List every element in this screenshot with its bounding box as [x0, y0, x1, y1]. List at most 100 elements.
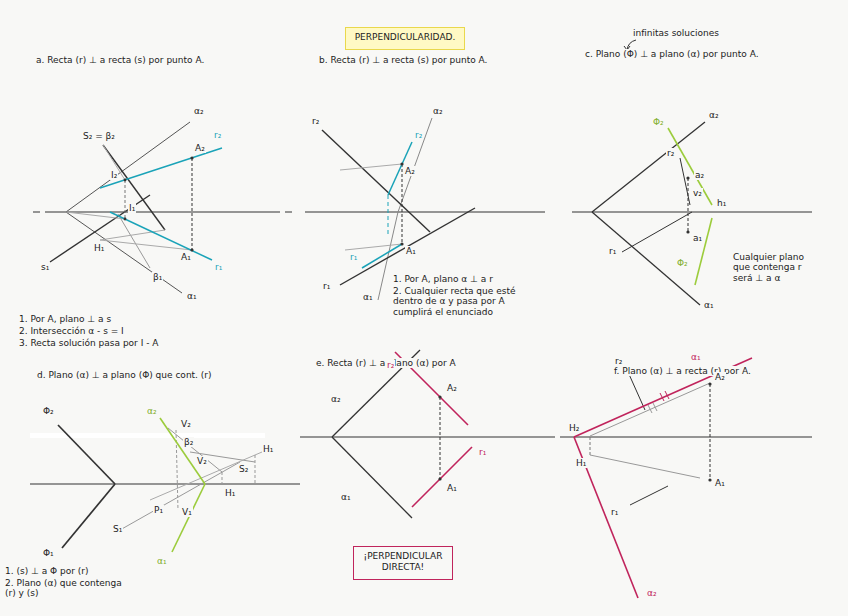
- label: H₁: [224, 488, 236, 498]
- label: H₁: [93, 243, 105, 253]
- panel-b-construction: [322, 130, 430, 232]
- label: α₂: [330, 394, 342, 404]
- label: β₁: [152, 272, 163, 282]
- panel-a-construction: [33, 122, 292, 293]
- label: A₂: [446, 383, 458, 393]
- panel-a-construction: [110, 212, 212, 260]
- panel-a-construction: [66, 122, 190, 212]
- panel-d-construction: [30, 418, 300, 552]
- label: α₂: [646, 588, 658, 598]
- panel-c-construction: [622, 212, 692, 252]
- label: r₂: [614, 356, 623, 366]
- panel-b-construction: [362, 244, 402, 268]
- title-box: PERPENDICULARIDAD.: [345, 27, 465, 50]
- panel-f-construction: [653, 403, 657, 411]
- label: α₁: [703, 300, 715, 310]
- note-box: ¡PERPENDICULAR DIRECTA!: [353, 546, 453, 580]
- box-text: PERPENDICULARIDAD.: [354, 32, 456, 43]
- panel-c-construction: [668, 128, 712, 205]
- panel-a-construction: [118, 214, 150, 268]
- label: d. Plano (α) ⊥ a plano (Φ) que cont. (r): [36, 370, 213, 380]
- label: infinitas soluciones: [632, 28, 720, 38]
- label: S₁: [112, 524, 123, 534]
- label: S₂: [238, 464, 249, 474]
- panel-a-construction: [285, 212, 292, 213]
- panel-e-construction: [300, 437, 555, 438]
- panel-f-construction: [560, 358, 812, 598]
- label: r₂: [386, 360, 395, 370]
- point-marks: [124, 218, 127, 221]
- point-marks: [124, 156, 712, 481]
- panel-e-construction: [440, 397, 441, 479]
- label: a. Recta (r) ⊥ a recta (s) por punto A.: [35, 55, 205, 65]
- label: a₁: [692, 233, 703, 243]
- label: V₁: [181, 507, 193, 517]
- panel-f-construction: [665, 391, 669, 399]
- panel-c-construction: [688, 178, 689, 232]
- point-marks: [708, 478, 711, 481]
- label: α₁: [690, 352, 702, 362]
- box-text: ¡PERPENDICULAR DIRECTA!: [360, 551, 446, 574]
- panel-d-construction: [172, 484, 205, 552]
- label: A₁: [714, 478, 726, 488]
- panel-b-construction: [388, 195, 389, 235]
- label: H₁: [262, 444, 274, 454]
- panel-b-construction: [402, 164, 403, 244]
- panel-e-construction: [300, 350, 555, 518]
- point-marks: [124, 179, 127, 182]
- label: b. Recta (r) ⊥ a recta (s) por punto A.: [318, 55, 488, 65]
- label: V₂: [180, 419, 192, 429]
- label: 2. Intersección α - s = I: [18, 326, 125, 336]
- panel-c-construction: [695, 218, 712, 285]
- label: β₂: [183, 437, 194, 447]
- label: α₁: [362, 292, 374, 302]
- label: r₁: [610, 507, 619, 517]
- panel-e-construction: [412, 447, 472, 507]
- label: V₂: [196, 456, 208, 466]
- label: s₁: [40, 262, 50, 272]
- label: α₂: [146, 406, 158, 416]
- label: 1. Por A, plano ⊥ a s: [18, 314, 112, 324]
- label: r₁: [608, 246, 617, 256]
- label: f. Plano (α) ⊥ a recta (r) por A.: [613, 366, 752, 376]
- panel-e-construction: [332, 437, 412, 518]
- panel-f-construction: [648, 405, 652, 413]
- point-marks: [686, 230, 689, 233]
- panel-b-construction: [340, 164, 402, 170]
- panel-f-construction: [590, 383, 710, 436]
- label: A₁: [180, 252, 192, 262]
- label: α₁: [340, 492, 352, 502]
- label: P₁: [153, 505, 164, 515]
- panel-f-construction: [710, 384, 711, 480]
- panel-c-construction: [592, 212, 700, 305]
- panel-a-construction: [50, 195, 150, 262]
- label: Φ₁: [42, 548, 55, 558]
- label: α₂: [193, 106, 205, 116]
- label: α₁: [156, 556, 168, 566]
- panel-b-construction: [305, 118, 545, 300]
- panel-d-construction: [150, 452, 262, 500]
- note-text: Cualquier plano que contenga r será ⊥ a …: [732, 252, 824, 283]
- label: r₂: [311, 116, 320, 126]
- panel-a-construction: [192, 158, 193, 250]
- panel-a-construction: [100, 230, 165, 240]
- point-marks: [438, 395, 441, 398]
- label: v₂: [692, 188, 703, 198]
- label: A₁: [446, 483, 458, 493]
- label: H₂: [568, 423, 580, 433]
- note-text: 2. Cualquier recta que esté dentro de α …: [392, 286, 544, 317]
- panel-b-construction: [305, 212, 545, 213]
- panel-d-construction: [58, 425, 115, 484]
- point-marks: [686, 176, 689, 179]
- panel-a-construction: [45, 212, 280, 213]
- panel-a-construction: [103, 145, 125, 180]
- label: r₁: [322, 281, 331, 291]
- panel-d-construction: [30, 484, 300, 485]
- label: r₁: [349, 252, 358, 262]
- panel-d-construction: [62, 484, 115, 548]
- label: H₁: [575, 458, 587, 468]
- label: A₂: [194, 143, 206, 153]
- label: r₁: [478, 447, 487, 457]
- label: 1. (s) ⊥ a Φ por (r): [4, 566, 90, 576]
